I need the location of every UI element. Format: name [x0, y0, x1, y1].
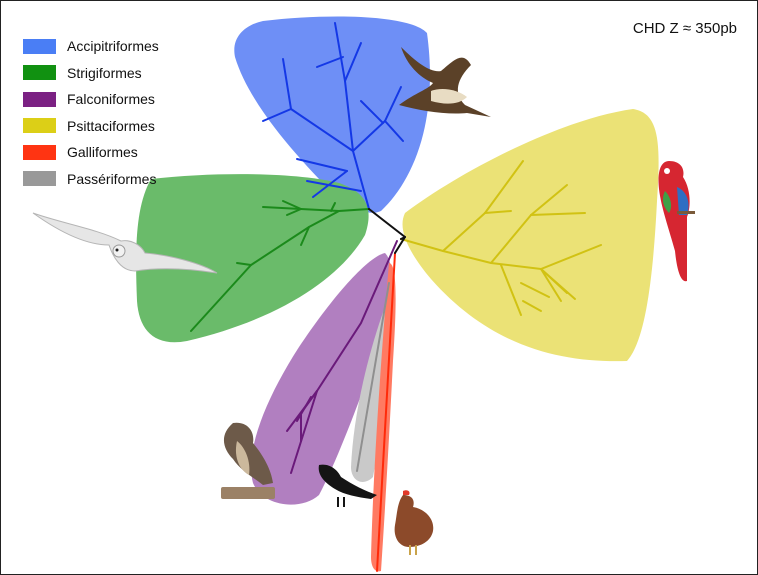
legend-item-passeriformes: Passériformes	[23, 166, 159, 193]
legend-label: Falconiformes	[67, 91, 155, 107]
legend-label: Galliformes	[67, 144, 138, 160]
legend-label: Psittaciformes	[67, 118, 155, 134]
legend-swatch	[23, 65, 56, 80]
legend-label: Accipitriformes	[67, 38, 159, 54]
legend-swatch	[23, 171, 56, 186]
legend-item-accipitriformes: Accipitriformes	[23, 33, 159, 60]
legend: Accipitriformes Strigiformes Falconiform…	[23, 33, 159, 192]
legend-item-galliformes: Galliformes	[23, 139, 159, 166]
hen-icon	[395, 490, 434, 555]
branch-root	[369, 209, 405, 237]
legend-label: Passériformes	[67, 171, 156, 187]
legend-swatch	[23, 39, 56, 54]
legend-swatch	[23, 92, 56, 107]
legend-swatch	[23, 145, 56, 160]
legend-item-falconiformes: Falconiformes	[23, 86, 159, 113]
legend-item-psittaciformes: Psittaciformes	[23, 113, 159, 140]
clade-psittaciformes-shape	[403, 109, 659, 361]
legend-label: Strigiformes	[67, 65, 142, 81]
legend-swatch	[23, 118, 56, 133]
legend-item-strigiformes: Strigiformes	[23, 60, 159, 87]
parrot-icon	[658, 161, 695, 281]
branch-root	[395, 237, 405, 253]
figure-title: CHD Z ≈ 350pb	[633, 20, 737, 37]
